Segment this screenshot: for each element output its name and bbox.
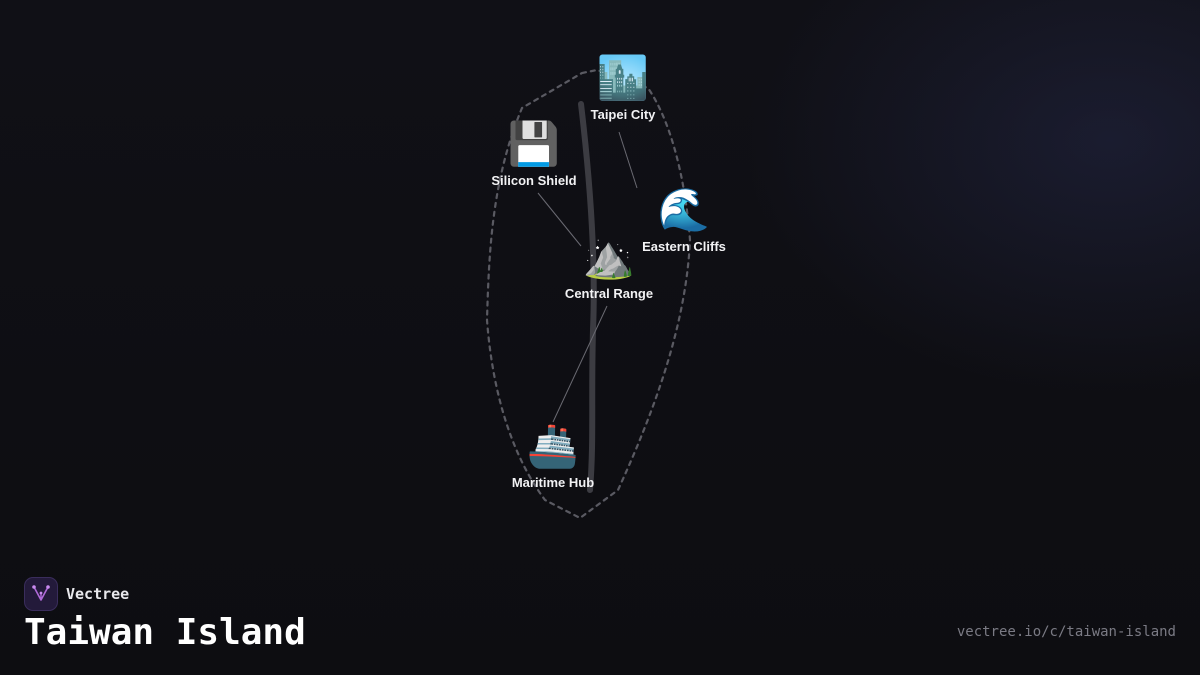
node-label: Silicon Shield bbox=[491, 173, 577, 188]
node-label: Central Range bbox=[564, 286, 654, 301]
page-url[interactable]: vectree.io/c/taiwan-island bbox=[956, 624, 1176, 640]
page-title: Taiwan Island bbox=[24, 612, 306, 653]
vectree-logo-icon bbox=[24, 577, 58, 611]
connector-silicon-shield-to-central-range bbox=[537, 192, 582, 247]
ship-icon: 🚢 bbox=[526, 424, 580, 470]
connector-central-range-to-maritime-hub bbox=[552, 305, 608, 423]
brand-name: Vectree bbox=[66, 585, 130, 603]
mountain-icon: ⛰️ bbox=[582, 235, 636, 281]
floppy-disk-icon: 💾 bbox=[507, 122, 561, 168]
connector-taipei-to-eastern-cliffs bbox=[618, 131, 638, 189]
central-ridge-line bbox=[578, 101, 597, 493]
cityscape-icon: 🏙️ bbox=[596, 56, 650, 102]
node-label: Taipei City bbox=[590, 107, 656, 122]
node-central-range[interactable]: ⛰️ Central Range bbox=[565, 233, 653, 301]
node-label: Eastern Cliffs bbox=[642, 239, 726, 254]
node-silicon-shield[interactable]: 💾 Silicon Shield bbox=[491, 120, 576, 188]
island-outline bbox=[485, 68, 692, 520]
node-maritime-hub[interactable]: 🚢 Maritime Hub bbox=[512, 422, 594, 490]
brand[interactable]: Vectree bbox=[24, 577, 129, 611]
node-eastern-cliffs[interactable]: 🌊 Eastern Cliffs bbox=[642, 186, 726, 254]
wave-icon: 🌊 bbox=[657, 188, 711, 234]
node-taipei-city[interactable]: 🏙️ Taipei City bbox=[591, 54, 656, 122]
logo-tree-icon bbox=[32, 585, 50, 601]
node-label: Maritime Hub bbox=[511, 475, 595, 490]
